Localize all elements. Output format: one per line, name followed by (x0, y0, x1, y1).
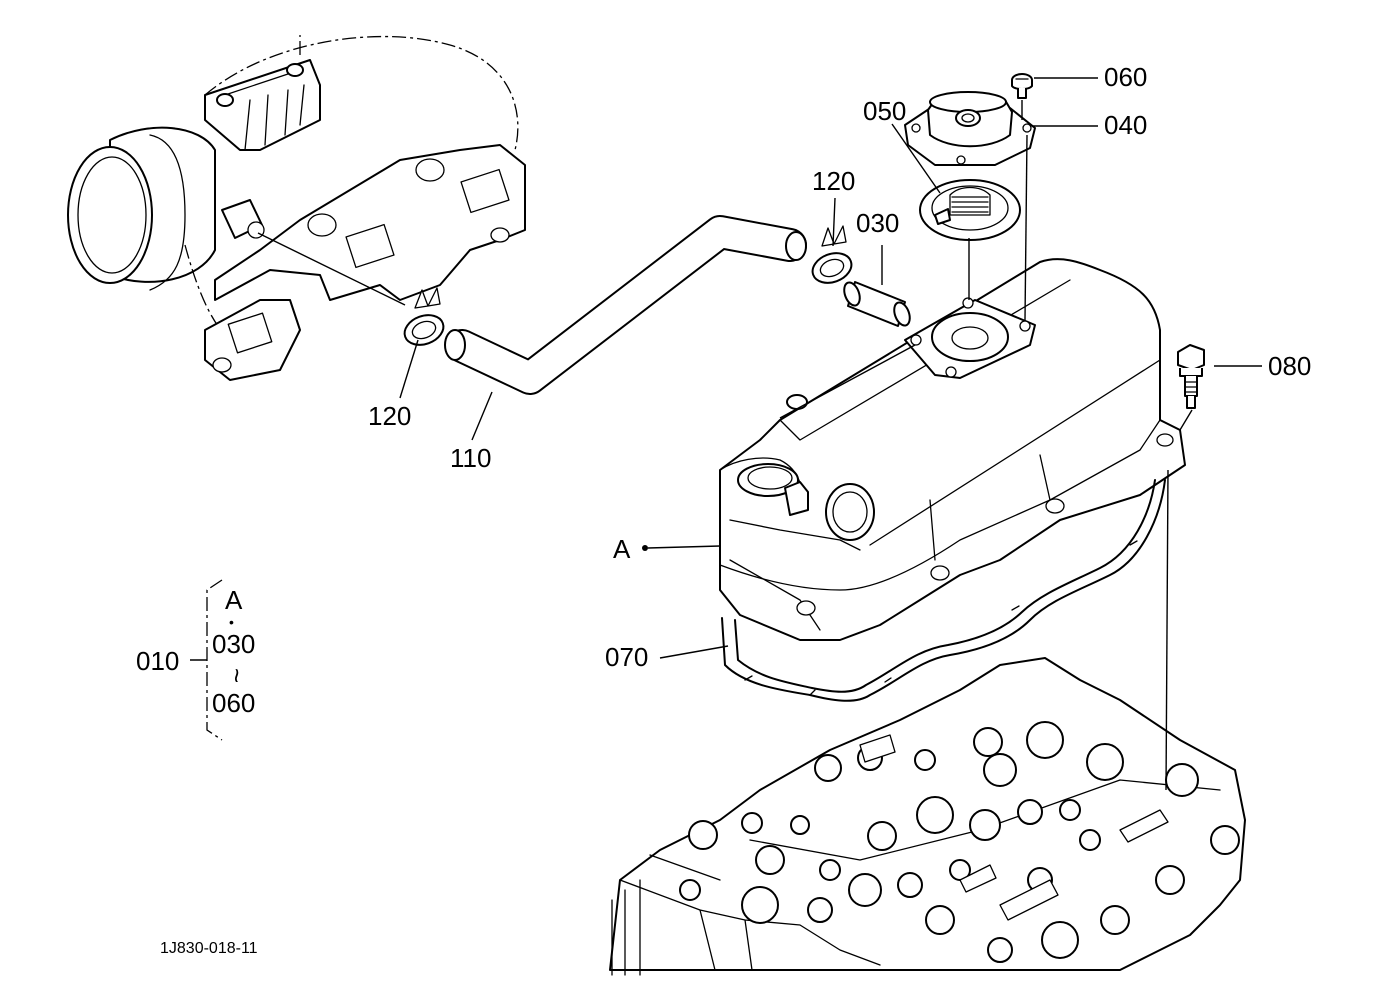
callout-030: 030 (856, 208, 899, 238)
callout-110: 110 (450, 443, 491, 473)
leader-lines (399, 77, 1262, 659)
cylinder-head-cover (719, 258, 1186, 641)
breather-hose (444, 215, 807, 395)
callout-040: 040 (1104, 110, 1147, 140)
callout-060: 060 (1104, 62, 1147, 92)
breather-cover (904, 91, 1036, 166)
hose-clamp-lower (403, 287, 445, 346)
callout-070: 070 (605, 642, 648, 672)
drawing-code: 1J830-018-11 (160, 940, 258, 957)
hose-clamp-upper (811, 225, 853, 284)
intake-manifold (67, 35, 526, 381)
kit-range-to: 060 (212, 688, 255, 718)
kit-dot: • (229, 614, 234, 630)
cylinder-head-cover-gasket (721, 479, 1166, 702)
breather-pipe (843, 281, 911, 327)
alignment-lines (257, 100, 1193, 791)
callout-120-upper: 120 (812, 166, 855, 196)
screw (1011, 73, 1033, 99)
kit-range-mark: ~ (222, 668, 252, 683)
callout-080: 080 (1268, 351, 1311, 381)
kit-item-a: A (225, 585, 243, 615)
callout-a: A (613, 534, 631, 564)
cylinder-head (609, 657, 1246, 976)
callout-120-lower: 120 (368, 401, 411, 431)
kit-assembly-number: 010 (136, 646, 179, 676)
bolt (1177, 344, 1205, 409)
kit-bracket: 010 A • 030 ~ 060 (136, 579, 255, 741)
breather-diaphragm (919, 179, 1021, 241)
kit-range-from: 030 (212, 629, 255, 659)
callout-050: 050 (863, 96, 906, 126)
